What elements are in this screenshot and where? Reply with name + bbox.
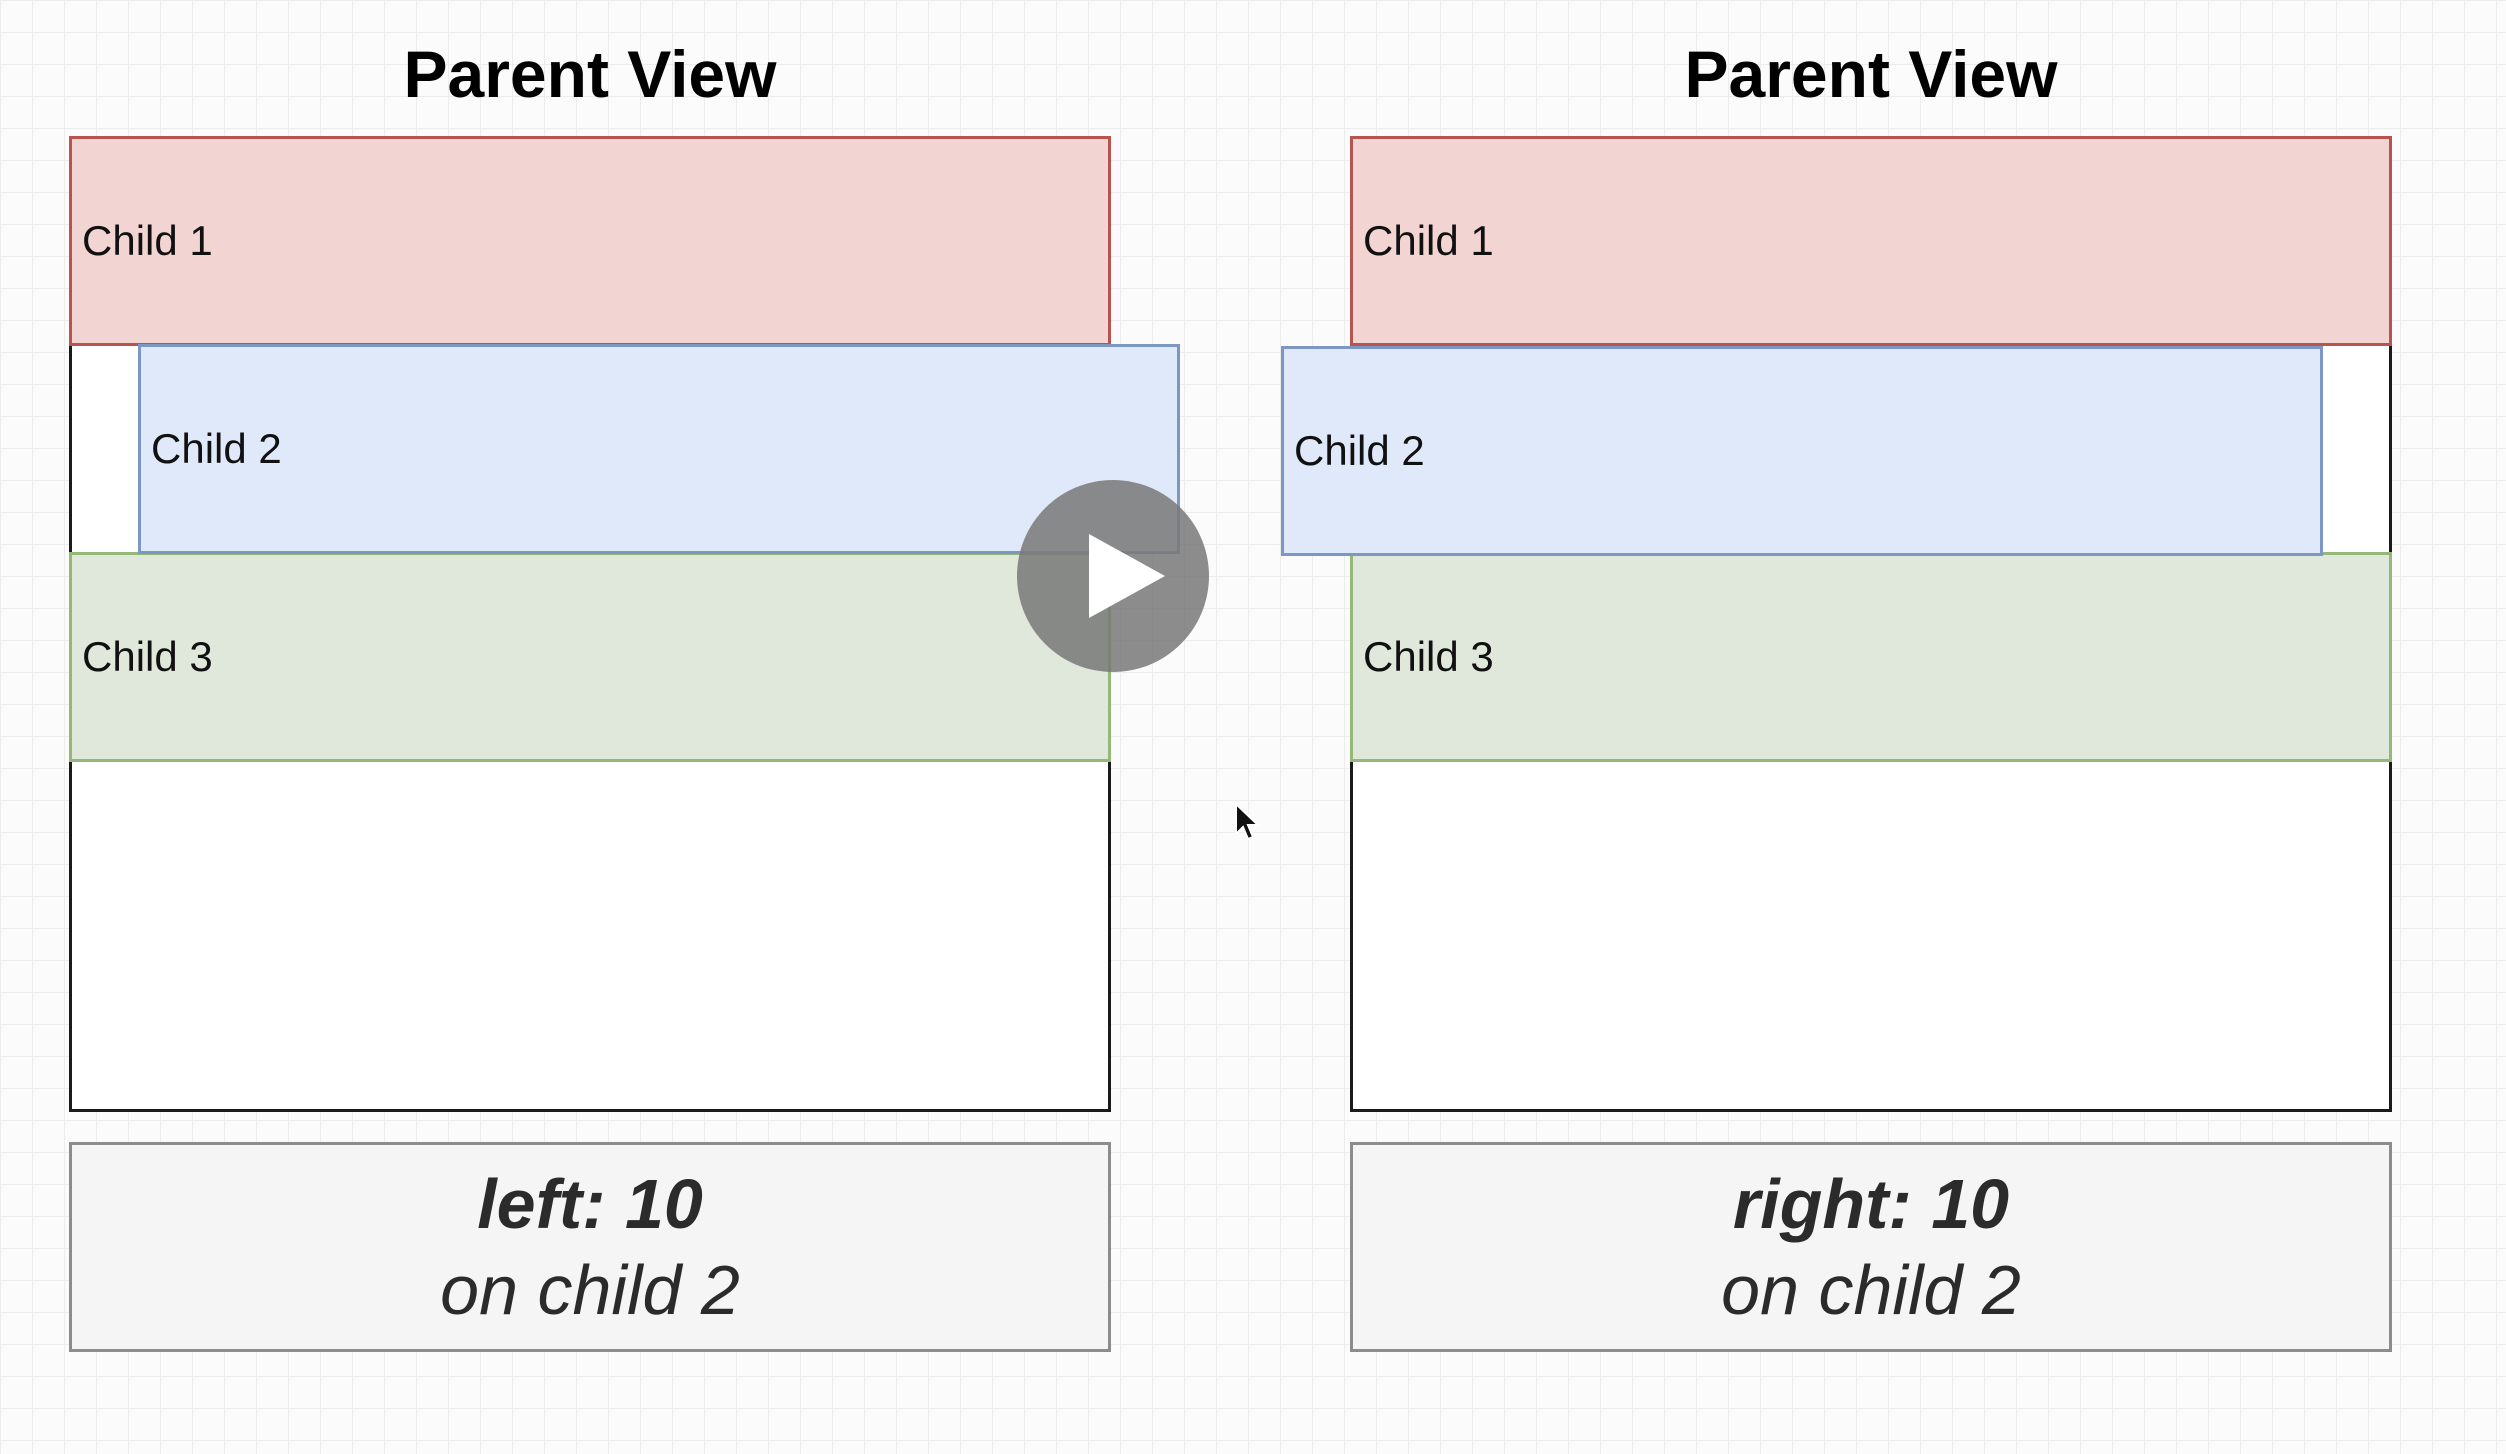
left-child-1: Child 1 — [69, 136, 1111, 346]
right-child-2-label: Child 2 — [1294, 427, 1425, 474]
right-child-3: Child 3 — [1350, 552, 2392, 762]
right-child-2: Child 2 — [1281, 346, 2323, 556]
right-caption-rule: right: 10 — [1732, 1165, 2010, 1243]
left-panel-title: Parent View — [403, 37, 777, 111]
left-caption-target: on child 2 — [440, 1251, 740, 1329]
right-child-3-label: Child 3 — [1363, 633, 1494, 680]
right-panel-title: Parent View — [1684, 37, 2058, 111]
right-child-1-label: Child 1 — [1363, 217, 1494, 264]
right-caption: right: 10 on child 2 — [1350, 1142, 2392, 1352]
left-child-2: Child 2 — [138, 344, 1180, 554]
left-child-3: Child 3 — [69, 552, 1111, 762]
left-caption: left: 10 on child 2 — [69, 1142, 1111, 1352]
right-child-1: Child 1 — [1350, 136, 2392, 346]
left-child-3-label: Child 3 — [82, 633, 213, 680]
right-caption-target: on child 2 — [1721, 1251, 2021, 1329]
mouse-pointer-icon — [1235, 802, 1261, 841]
left-caption-rule: left: 10 — [477, 1165, 703, 1243]
left-child-1-label: Child 1 — [82, 217, 213, 264]
play-button[interactable] — [1017, 480, 1209, 672]
play-icon — [1089, 534, 1165, 618]
left-child-2-label: Child 2 — [151, 425, 282, 472]
